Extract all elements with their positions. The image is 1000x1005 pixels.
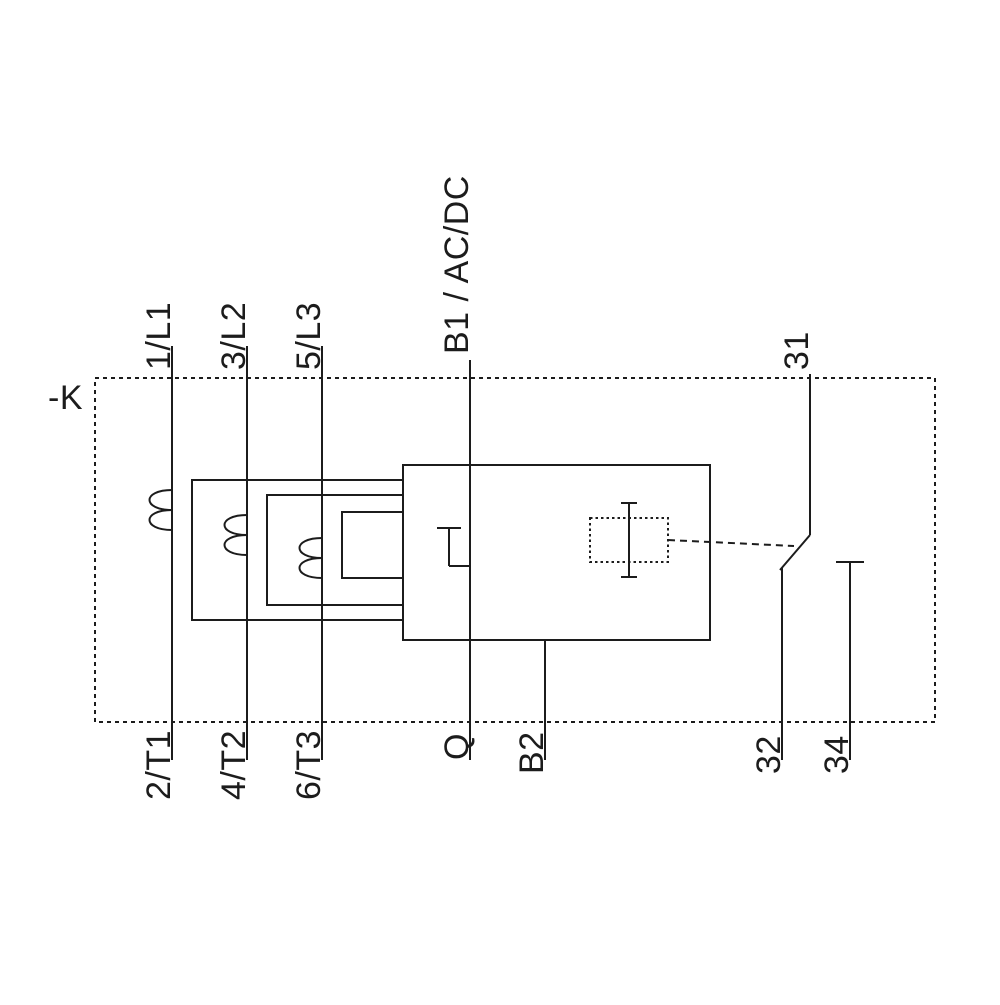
- mechanical-link-dashed: [667, 539, 795, 547]
- terminal-label-31: 31: [778, 331, 816, 370]
- trip-mechanism-bracket-1: [191, 479, 403, 621]
- device-body: [402, 464, 711, 641]
- terminal-label-2T1: 2/T1: [140, 730, 178, 800]
- terminal-label-4T2: 4/T2: [215, 730, 253, 800]
- terminal-label-1L1: 1/L1: [140, 302, 178, 370]
- terminal-label-q: Q: [438, 733, 476, 760]
- heater-element-3: [298, 537, 323, 579]
- device-label: -K: [48, 379, 83, 417]
- terminal-label-5L3: 5/L3: [290, 302, 328, 370]
- heater-element-2: [223, 514, 248, 556]
- trip-mechanism-bracket-2: [266, 494, 403, 606]
- terminal-label-b1-acdc: B1 / AC/DC: [438, 175, 476, 354]
- terminal-label-6T3: 6/T3: [290, 730, 328, 800]
- terminal-label-32: 32: [750, 735, 788, 774]
- terminal-label-34: 34: [818, 735, 856, 774]
- trip-mechanism-bracket-3: [341, 511, 403, 579]
- aux-contact-blade: [779, 534, 811, 571]
- heater-element-1: [148, 489, 173, 531]
- terminal-label-3L2: 3/L2: [215, 302, 253, 370]
- terminal-label-b2: B2: [513, 731, 551, 774]
- boundary-box: [94, 377, 936, 723]
